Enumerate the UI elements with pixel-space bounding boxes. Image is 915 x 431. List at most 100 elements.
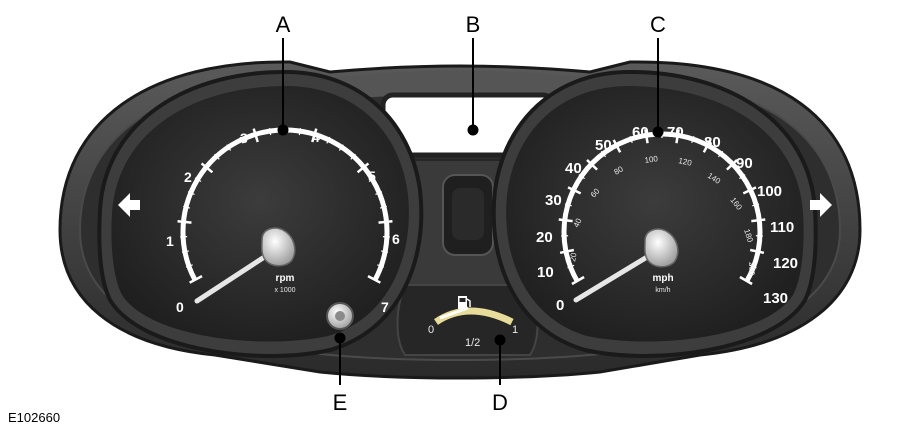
speedo-major-tick	[702, 139, 712, 153]
speedo-major-tick	[675, 129, 680, 144]
callout-a: A	[276, 12, 291, 37]
speedo-mph-80: 80	[704, 134, 721, 151]
speedo-major-tick	[571, 275, 585, 286]
speedo-kmh-100: 100	[644, 154, 659, 165]
tach-major-tick	[356, 162, 370, 174]
tach-minor-tick	[194, 177, 202, 183]
tach-major-tick	[200, 162, 214, 174]
speedo-minor-tick	[739, 174, 746, 180]
tach-label-1: 1	[166, 233, 174, 249]
speedo-major-tick	[751, 218, 766, 223]
speedo-unit: mph	[652, 273, 673, 284]
tach-minor-tick	[239, 136, 244, 144]
speedo-major-tick	[567, 186, 582, 195]
tach-minor-tick	[185, 264, 193, 268]
tach-major-tick	[252, 128, 259, 143]
tach-minor-tick	[298, 128, 301, 136]
fuel-label-empty: 0	[428, 324, 434, 336]
tach-label-0: 0	[176, 299, 184, 315]
tach-labels: 0 1 2 3 4 5 6 7	[166, 129, 400, 315]
speedo-major-tick	[739, 275, 753, 286]
tach-minor-tick	[226, 144, 232, 151]
speedo-mph-60: 60	[632, 124, 649, 141]
speedo-mph-70: 70	[667, 124, 684, 141]
speedo-mph-40: 40	[565, 160, 582, 177]
speedo-major-tick	[612, 139, 622, 153]
tach-minor-tick	[381, 250, 389, 253]
fuel-gauge-needle	[439, 306, 469, 320]
tach-label-7: 7	[381, 299, 389, 315]
tach-unit: rpm	[276, 273, 295, 284]
tach-minor-tick	[377, 264, 385, 268]
speedo-minor-tick	[752, 203, 760, 207]
speedo-major-tick	[559, 248, 575, 255]
speedo-major-tick	[749, 248, 765, 255]
tach-minor-tick	[187, 191, 195, 195]
speedo-kmh-40: 40	[572, 216, 584, 228]
speedo-needle	[573, 251, 655, 303]
speedo-minor-tick	[691, 136, 695, 144]
tach-multiplier: x 1000	[274, 287, 295, 294]
speedo-mph-110: 110	[770, 219, 794, 236]
arrow-left-icon	[118, 193, 140, 217]
tach-minor-tick	[181, 250, 189, 253]
reset-knob-center	[335, 311, 345, 321]
speedo-sub-unit: km/h	[655, 287, 670, 294]
tach-hub	[261, 227, 296, 267]
speedo-mph-10: 10	[537, 264, 554, 281]
fuel-label-half: 1/2	[465, 337, 480, 349]
speedo-mph-130: 130	[763, 290, 788, 307]
center-recess-inner	[452, 188, 484, 240]
speedo-hub	[644, 228, 679, 268]
speedo-minor-tick	[749, 264, 757, 269]
speedo-major-tick	[644, 129, 649, 144]
callout-c: C	[650, 12, 666, 37]
tach-major-tick	[177, 220, 192, 224]
tach-minor-tick	[350, 153, 356, 160]
speedo-mph-120: 120	[773, 255, 798, 272]
tach-label-5: 5	[368, 168, 376, 184]
speedo-kmh-200: 200	[747, 262, 756, 276]
tach-minor-tick	[326, 136, 331, 144]
speedo-mph-100: 100	[757, 183, 782, 200]
speedo-minor-tick	[564, 203, 572, 207]
tach-minor-tick	[368, 177, 376, 183]
speedo-minor-tick	[567, 264, 575, 269]
speedo-minor-tick	[600, 150, 607, 158]
tach-major-tick	[311, 128, 318, 143]
arrow-right-icon	[810, 193, 832, 217]
tach-major-tick	[367, 275, 381, 284]
speedo-mph-0: 0	[556, 297, 564, 314]
tach-label-6: 6	[392, 231, 400, 247]
callout-lines	[277, 38, 664, 385]
tach-label-2: 2	[184, 169, 192, 185]
speedo-mph-labels: 0 10 20 30 40 50 60 70 80 90 100 110 120…	[536, 124, 798, 314]
tach-major-tick	[189, 275, 203, 284]
tach-dial-face	[111, 85, 409, 342]
speedo-mph-90: 90	[736, 155, 753, 172]
speedo-major-tick	[726, 159, 738, 171]
callout-e: E	[333, 390, 348, 415]
speedo-major-tick	[742, 186, 757, 195]
speedo-minor-tick	[578, 174, 585, 180]
callout-b: B	[466, 12, 481, 37]
tach-major-tick	[378, 220, 393, 224]
tach-minor-tick	[214, 153, 220, 160]
fuel-label-full: 1	[512, 324, 518, 336]
tach-label-3: 3	[240, 130, 248, 146]
tach-needle	[194, 249, 275, 304]
speedo-kmh-120: 120	[678, 156, 693, 168]
figure-id: E102660	[8, 410, 61, 425]
speedo-kmh-180: 180	[742, 228, 755, 244]
tach-minor-tick	[269, 128, 272, 136]
speedo-mph-20: 20	[536, 229, 553, 246]
speedo-minor-tick	[629, 136, 633, 144]
speedo-minor-tick	[717, 150, 724, 158]
tach-minor-tick	[375, 191, 383, 195]
tach-minor-tick	[379, 205, 387, 209]
fuel-pump-icon	[458, 296, 471, 309]
callout-d: D	[492, 390, 508, 415]
speedo-mph-50: 50	[595, 137, 612, 154]
speedo-mph-30: 30	[545, 192, 562, 209]
